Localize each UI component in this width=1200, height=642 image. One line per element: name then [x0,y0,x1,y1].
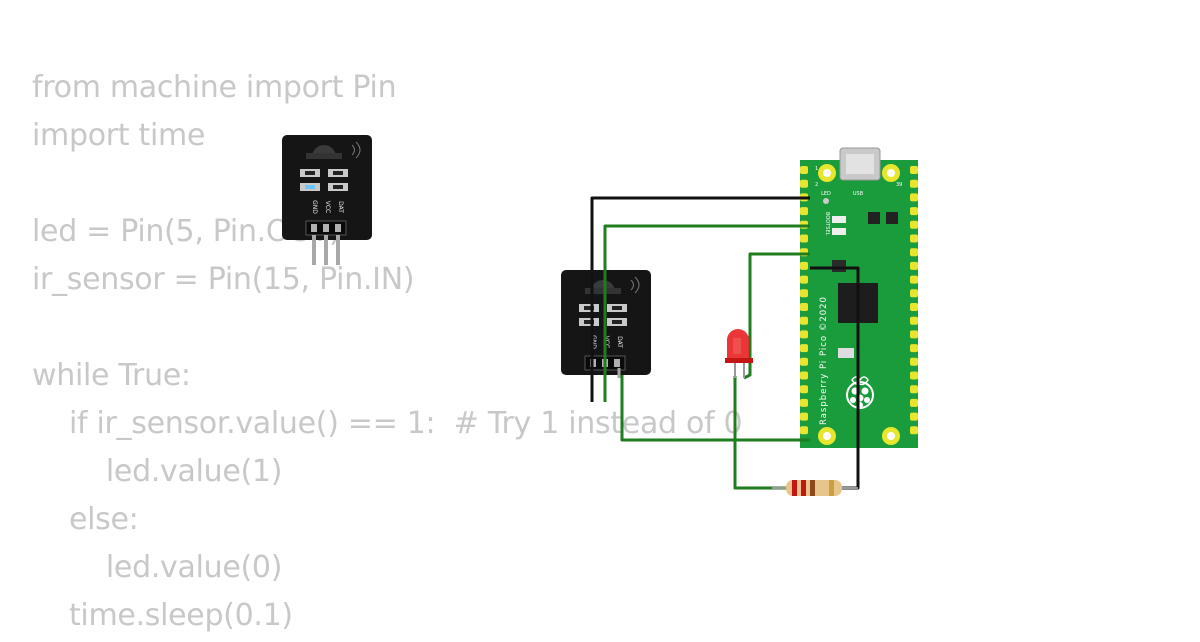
pico-pin-pad [910,193,918,202]
pico-pin-pad [910,303,918,311]
pico-pin-pad [800,234,808,243]
code-line: while True: [32,358,191,393]
pico-pin-pad [800,357,808,366]
pico-name-label: Raspberry Pi Pico ©2020 [819,296,829,425]
pico-pin-pad [800,426,808,435]
pin-label-gnd: GND [311,200,318,214]
wire-dat-green [620,375,810,442]
resistor[interactable] [772,480,858,496]
pico-pin-pad [910,166,918,174]
pico-pin-pad [910,398,918,407]
wire-gnd-black [590,196,810,400]
pico-pin-pad [800,303,808,311]
pico-pin-pad [910,385,918,394]
pico-pin-pad [910,275,918,284]
pico-pin-pad [800,316,808,325]
pico-bootsel-label: BOOTSEL [824,212,830,236]
code-line: time.sleep(0.1) [32,598,293,633]
pico-pin-pad [800,330,808,339]
pico-pin-pad [910,426,918,435]
pico-pin-pad [910,248,918,257]
ir-sensor-pins [590,368,621,402]
pico-pin-pad [800,275,808,284]
pico-pin-pad [800,398,808,407]
pico-pin-pad [910,412,918,421]
pin-label-dat: DAT [337,201,344,213]
ir-sensor-upper-pins [312,235,340,265]
pico-pin-pad [910,344,918,353]
pico-pin-pad [910,371,918,380]
code-line: led.value(0) [32,550,283,585]
pico-pin-pad [910,330,918,339]
pico-pin-pad [910,357,918,366]
pico-pin-pad [910,207,918,216]
red-led[interactable] [725,329,753,378]
pico-pin-39-label: 39 [896,182,902,188]
pico-pin-pad [910,261,918,270]
wire-led-green [743,252,810,380]
code-line: import time [32,118,206,153]
pico-pin-pad [800,207,808,216]
pico-pin-pad [910,316,918,325]
code-line: ir_sensor = Pin(15, Pin.IN) [32,262,415,297]
pico-pin-pad [800,179,808,188]
code-line: led.value(1) [32,454,283,489]
pico-pin-1-label: 1 [815,166,818,172]
pico-pin-pad [910,220,918,229]
code-line: from machine import Pin [32,70,397,105]
pico-pin-pad [800,412,808,421]
pico-pin-pad [800,166,808,174]
pico-pin-pad [800,371,808,380]
pico-pin-pad [910,289,918,298]
pico-pin-pad [800,385,808,394]
pico-pin-pad [800,261,808,270]
pico-pin-pad [910,179,918,188]
pico-pin-pad [910,234,918,243]
code-listing: from machine import Pin import time led … [32,66,743,642]
wire-vcc-green [603,224,810,400]
wire-led-resistor-green [733,376,790,490]
pico-led-label: LED [821,191,831,197]
wires [590,196,860,490]
pin-label-vcc: VCC [324,201,331,213]
pico-usb-label: USB [853,191,864,197]
pico-pin-pad [800,344,808,353]
pico-pin-pad [800,289,808,298]
ir-sensor-module-upper[interactable]: GND VCC DAT [282,135,372,240]
code-line: else: [32,502,139,537]
pin-label-dat: DAT [616,336,623,348]
raspberry-pi-pico[interactable]: USB LED 1 2 39 BOOTSEL Raspberry Pi Pico… [800,147,918,448]
pico-pin-2-label: 2 [815,182,818,188]
